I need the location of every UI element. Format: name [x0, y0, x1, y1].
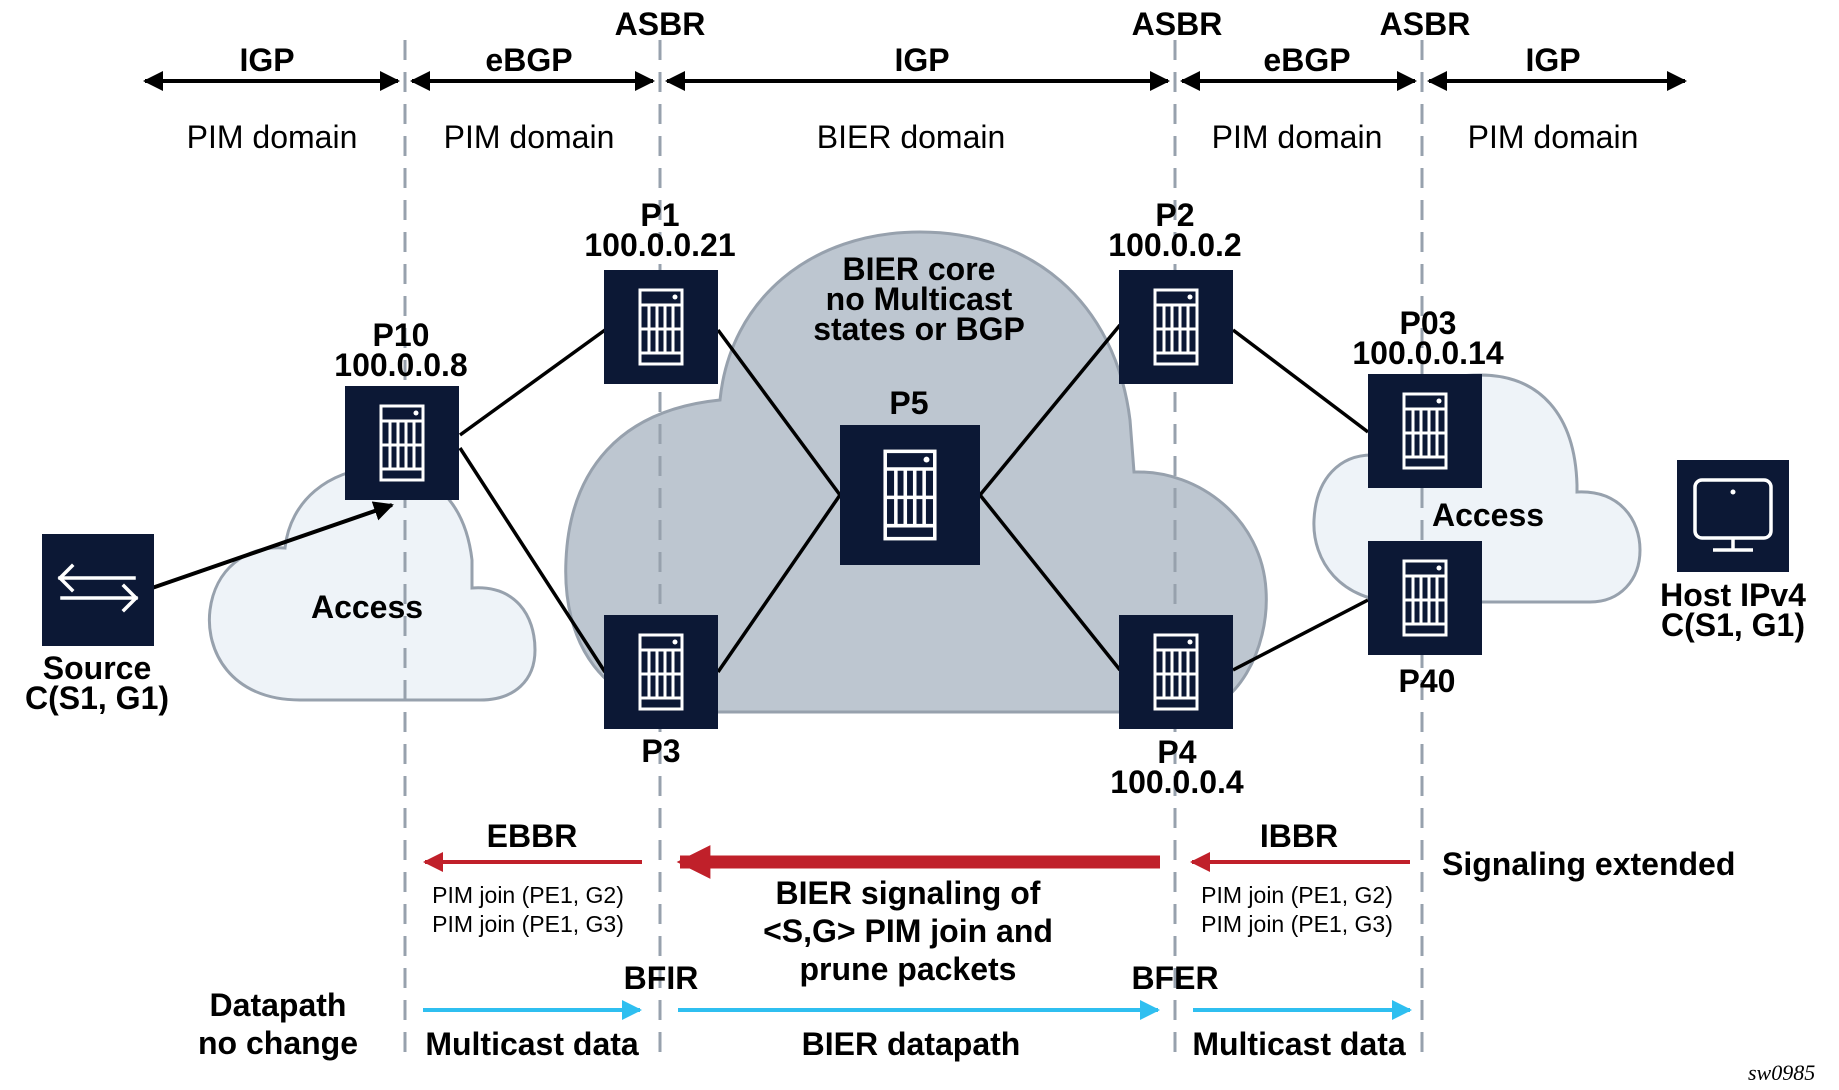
domain-dividers — [403, 40, 1424, 1055]
link-p3-p5 — [716, 494, 842, 673]
access-cloud-left — [207, 466, 537, 702]
domain-name: PIM domain — [1467, 119, 1639, 155]
node-source-label: Source C(S1, G1) — [24, 650, 170, 716]
node-address: 100.0.0.4 — [1110, 764, 1244, 800]
signaling-line: BIER signaling of — [775, 875, 1041, 911]
node-p2[interactable] — [1119, 270, 1233, 384]
source-name: Source — [42, 650, 152, 686]
node-address: 100.0.0.21 — [584, 227, 736, 263]
source-channel: C(S1, G1) — [24, 680, 170, 716]
host-channel: C(S1, G1) — [1660, 607, 1806, 643]
signaling-line: prune packets — [799, 951, 1017, 987]
datapath-line: no change — [197, 1025, 359, 1061]
ibbr-label: IBBR — [1259, 818, 1339, 854]
node-name: P1 — [640, 197, 680, 233]
domain-protocol: eBGP — [1263, 42, 1351, 78]
asbr-label-3: ASBR — [1379, 6, 1471, 42]
link-p4-p40 — [1232, 598, 1369, 672]
node-p5[interactable] — [840, 425, 980, 565]
domain-name: PIM domain — [443, 119, 615, 155]
ebbr-label: EBBR — [486, 818, 578, 854]
node-p3[interactable] — [604, 615, 718, 729]
ebbr-join-list: PIM join (PE1, G2) PIM join (PE1, G3) — [432, 881, 624, 939]
node-address: 100.0.0.2 — [1108, 227, 1242, 263]
signaling-line: <S,G> PIM join and — [763, 913, 1053, 949]
node-address: 100.0.0.14 — [1352, 335, 1504, 371]
domain-name: BIER domain — [816, 119, 1006, 155]
domain-protocol: IGP — [894, 42, 950, 78]
core-line: no Multicast — [825, 281, 1013, 317]
node-name: P4 — [1157, 734, 1197, 770]
node-p10[interactable] — [345, 386, 459, 500]
core-line: BIER core — [842, 251, 996, 287]
node-p1-label: P1 100.0.0.21 — [584, 197, 736, 263]
node-p1[interactable] — [604, 270, 718, 384]
node-name: P03 — [1399, 305, 1457, 341]
node-p5-label: P5 — [889, 385, 929, 421]
bfir-label: BFIR — [623, 960, 699, 996]
figure-id: sw0985 — [1748, 1060, 1816, 1085]
domain-protocol: IGP — [239, 42, 295, 78]
node-name: P2 — [1155, 197, 1195, 233]
bier-datapath-label: BIER datapath — [801, 1026, 1021, 1062]
ibbr-join-list: PIM join (PE1, G2) PIM join (PE1, G3) — [1201, 881, 1393, 939]
bier-signaling-label: BIER signaling of <S,G> PIM join and pru… — [763, 874, 1053, 988]
node-address: 100.0.0.8 — [334, 347, 468, 383]
link-p2-p03 — [1231, 328, 1370, 434]
pim-join-entry: PIM join (PE1, G2) — [1201, 882, 1393, 908]
asbr-label-1: ASBR — [614, 6, 706, 42]
link-p10-p3 — [458, 447, 607, 673]
asbr-label-2: ASBR — [1131, 6, 1223, 42]
access-right-label: Access — [1431, 497, 1545, 533]
node-p10-label: P10 100.0.0.8 — [334, 317, 468, 383]
arrows-exchange-icon — [57, 563, 139, 613]
domain-name: PIM domain — [186, 119, 358, 155]
node-p03[interactable] — [1368, 374, 1482, 488]
node-p2-label: P2 100.0.0.2 — [1108, 197, 1242, 263]
domain-protocol: eBGP — [485, 42, 573, 78]
pim-join-entry: PIM join (PE1, G3) — [1201, 911, 1393, 937]
node-host[interactable] — [1677, 460, 1789, 572]
node-p40[interactable] — [1368, 541, 1482, 655]
access-left-label: Access — [310, 589, 424, 625]
node-p03-label: P03 100.0.0.14 — [1352, 305, 1504, 371]
link-p5-p4 — [978, 493, 1122, 672]
node-p4-label: P4 100.0.0.4 — [1110, 734, 1244, 800]
domain-name: PIM domain — [1211, 119, 1383, 155]
core-line: states or BGP — [813, 311, 1025, 347]
node-p40-label: P40 — [1398, 663, 1456, 699]
links — [458, 323, 1370, 673]
link-p1-p5 — [716, 328, 842, 497]
multicast-data-left-label: Multicast data — [425, 1026, 639, 1062]
host-name: Host IPv4 — [1660, 577, 1806, 613]
pim-join-entry: PIM join (PE1, G3) — [432, 911, 624, 937]
node-name: P10 — [372, 317, 430, 353]
bier-core-label: BIER core no Multicast states or BGP — [813, 251, 1025, 347]
node-host-label: Host IPv4 C(S1, G1) — [1660, 577, 1806, 643]
pim-join-entry: PIM join (PE1, G2) — [432, 882, 624, 908]
node-p3-label: P3 — [641, 733, 681, 769]
datapath-no-change-label: Datapath no change — [198, 986, 358, 1062]
datapath-line: Datapath — [209, 987, 347, 1023]
link-p5-p2 — [978, 323, 1122, 497]
source-to-p10-arrow — [151, 501, 394, 590]
multicast-data-right-label: Multicast data — [1192, 1026, 1406, 1062]
node-p4[interactable] — [1119, 615, 1233, 729]
node-source[interactable] — [42, 534, 154, 646]
bfer-label: BFER — [1131, 960, 1219, 996]
monitor-icon — [1693, 478, 1773, 552]
link-p10-p1 — [458, 328, 607, 437]
signaling-extended-label: Signaling extended — [1442, 846, 1736, 882]
domain-protocol: IGP — [1525, 42, 1581, 78]
